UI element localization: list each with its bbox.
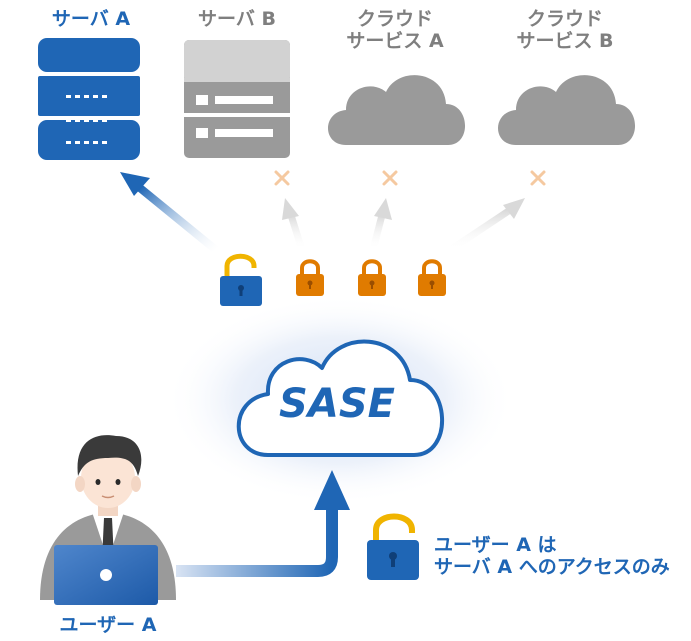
cloud-service-b-label-line1: クラウド [526, 8, 603, 30]
blocked-arrow-cloud-a [369, 198, 392, 251]
blocked-arrow-cloud-b [448, 198, 525, 253]
cloud-service-a-label: クラウド サービス A [330, 8, 460, 52]
blocked-x-icon [530, 170, 546, 186]
locked-padlock-icon [358, 259, 386, 296]
access-note-line2: サーバ A へのアクセスのみ [434, 556, 670, 578]
locked-padlock-icon [296, 259, 324, 296]
server-a-icon [38, 38, 140, 160]
access-note: ユーザー A は サーバ A へのアクセスのみ [434, 534, 670, 578]
locked-padlock-icon [418, 259, 446, 296]
cloud-service-b-icon [498, 75, 636, 145]
access-note-line1: ユーザー A は [434, 534, 557, 556]
sase-cloud-icon [236, 339, 445, 457]
allowed-arrow [120, 172, 219, 254]
server-a-label: サーバ A [51, 8, 131, 30]
cloud-service-a-icon [328, 75, 466, 145]
cloud-service-a-label-line2: サービス A [346, 30, 444, 52]
sase-label: SASE [279, 381, 395, 427]
user-label: ユーザー A [59, 614, 157, 636]
laptop-icon [54, 545, 158, 605]
server-b-icon [184, 40, 290, 158]
blocked-arrow-server-b [282, 198, 306, 252]
server-b-label: サーバ B [198, 8, 276, 30]
cloud-service-a-label-line1: クラウド [356, 8, 433, 30]
note-padlock-icon [367, 513, 419, 580]
cloud-service-b-label: クラウド サービス B [500, 8, 630, 52]
unlocked-padlock-icon [220, 253, 262, 306]
cloud-service-b-label-line2: サービス B [516, 30, 614, 52]
blocked-x-icon [274, 170, 290, 186]
user-to-sase-arrow [176, 470, 350, 577]
blocked-x-icon [382, 170, 398, 186]
